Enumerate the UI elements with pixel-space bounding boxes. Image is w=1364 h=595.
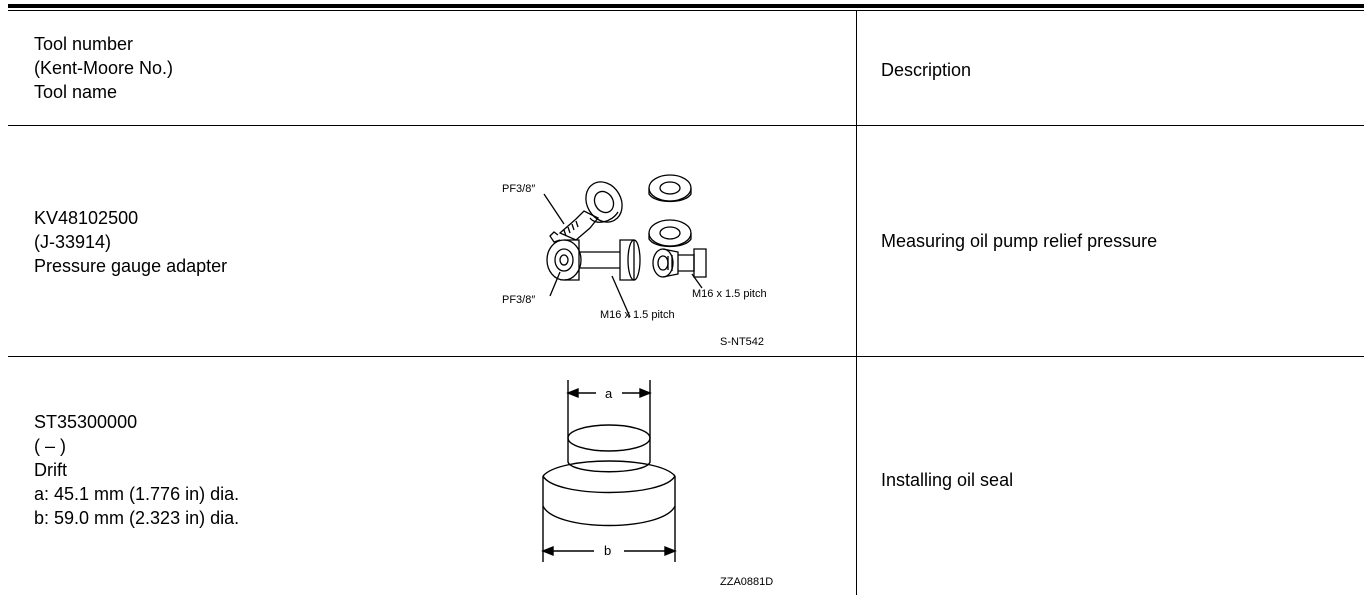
table-top-rule-thin — [8, 10, 1364, 11]
label-pf-top: PF3/8″ — [502, 183, 535, 195]
row-divider — [8, 356, 1364, 357]
row-2-tool-info: ST35300000 ( – ) Drift a: 45.1 mm (1.776… — [34, 410, 239, 530]
row-2-tool-number: ST35300000 — [34, 412, 138, 432]
pressure-gauge-adapter-figure: PF3/8″ PF3/8″ M16 x 1.5 pitch M16 x 1.5 … — [502, 174, 767, 348]
label-pf-bottom: PF3/8″ — [502, 294, 535, 306]
header-divider — [8, 125, 1364, 126]
row-1-tool-name: Pressure gauge adapter — [34, 256, 228, 276]
row-1-tool-info: KV48102500 (J-33914) Pressure gauge adap… — [34, 206, 227, 278]
row-2-dimension-a: a: 45.1 mm (1.776 in) dia. — [34, 484, 240, 504]
header-tool-name: Tool name — [34, 82, 118, 102]
column-divider — [856, 11, 857, 595]
dimension-label-a: a — [605, 386, 613, 401]
row-1-description: Measuring oil pump relief pressure — [881, 231, 1158, 251]
header-kent-moore: (Kent-Moore No.) — [34, 58, 174, 78]
row-1-kent-moore: (J-33914) — [34, 232, 112, 252]
row-2-dimension-b: b: 59.0 mm (2.323 in) dia. — [34, 508, 240, 528]
figure-code-s-nt542: S-NT542 — [720, 336, 764, 348]
dimension-label-b: b — [604, 543, 611, 558]
row-2-kent-moore: ( – ) — [34, 436, 67, 456]
label-m16-center: M16 x 1.5 pitch — [600, 309, 675, 321]
table-top-rule — [8, 4, 1364, 8]
header-description: Description — [881, 60, 972, 80]
row-2-description: Installing oil seal — [881, 470, 1014, 490]
label-m16-right: M16 x 1.5 pitch — [692, 288, 767, 300]
figure-code-zza0881d: ZZA0881D — [720, 576, 773, 588]
drift-figure: a b ZZA0881D — [541, 380, 773, 588]
header-tool-number: Tool number — [34, 34, 134, 54]
row-2-tool-name: Drift — [34, 460, 67, 480]
row-1-tool-number: KV48102500 — [34, 208, 139, 228]
header-tool-column: Tool number (Kent-Moore No.) Tool name — [34, 32, 173, 104]
